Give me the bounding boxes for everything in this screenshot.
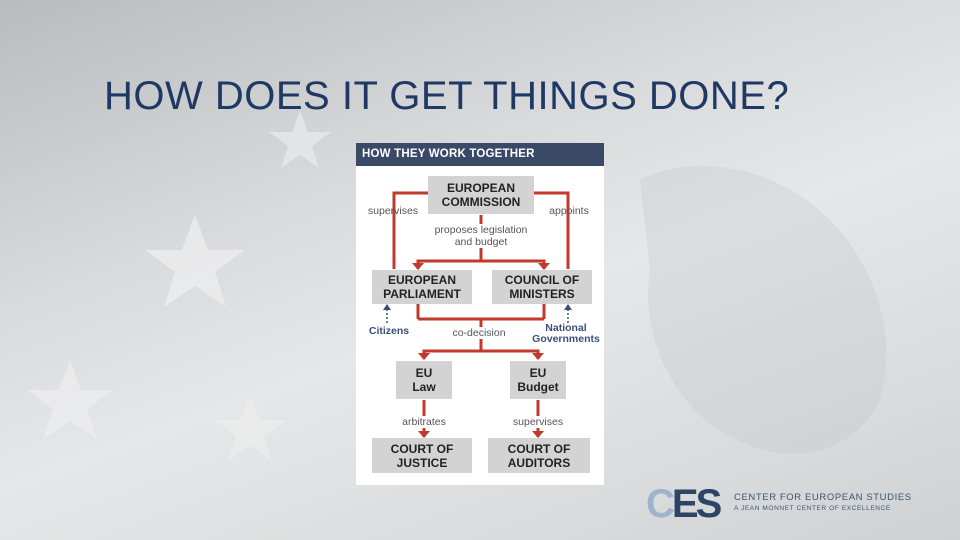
connector-proposes-split	[416, 259, 546, 269]
arrow-icon	[532, 353, 544, 360]
arrow-icon	[538, 263, 550, 270]
logo-text-tagline: A JEAN MONNET CENTER OF EXCELLENCE	[734, 505, 891, 512]
arrow-up-icon	[383, 304, 391, 310]
label-supervises-budget: supervises	[500, 416, 576, 428]
label-citizens: Citizens	[368, 325, 410, 337]
label-co-decision: co-decision	[444, 327, 514, 339]
logo-text-center: CENTER FOR EUROPEAN STUDIES	[734, 492, 912, 503]
label-arbitrates: arbitrates	[386, 416, 462, 428]
label-supervises: supervises	[367, 205, 419, 217]
arrow-icon	[412, 263, 424, 270]
star-icon	[27, 360, 113, 439]
eu-institutions-diagram: HOW THEY WORK TOGETHER	[356, 143, 604, 485]
arrow-icon	[532, 431, 544, 438]
connector-codecision-split	[422, 349, 540, 359]
star-icon	[214, 395, 286, 461]
label-appoints: appoints	[549, 205, 589, 217]
star-icon	[145, 215, 245, 307]
star-icon	[269, 110, 331, 168]
ces-logo: CES CENTER FOR EUROPEAN STUDIES A JEAN M…	[646, 484, 911, 524]
arrow-up-icon	[564, 304, 572, 310]
arrow-icon	[418, 353, 430, 360]
slide-title: HOW DOES IT GET THINGS DONE?	[104, 74, 790, 118]
arrow-icon	[418, 431, 430, 438]
connector-appoints	[534, 191, 570, 269]
svg-text:CES: CES	[646, 484, 722, 520]
ces-logo-mark: CES	[646, 484, 725, 520]
diagram-header: HOW THEY WORK TOGETHER	[356, 143, 604, 166]
connector-supervises	[392, 191, 428, 269]
map-outline	[640, 165, 887, 454]
